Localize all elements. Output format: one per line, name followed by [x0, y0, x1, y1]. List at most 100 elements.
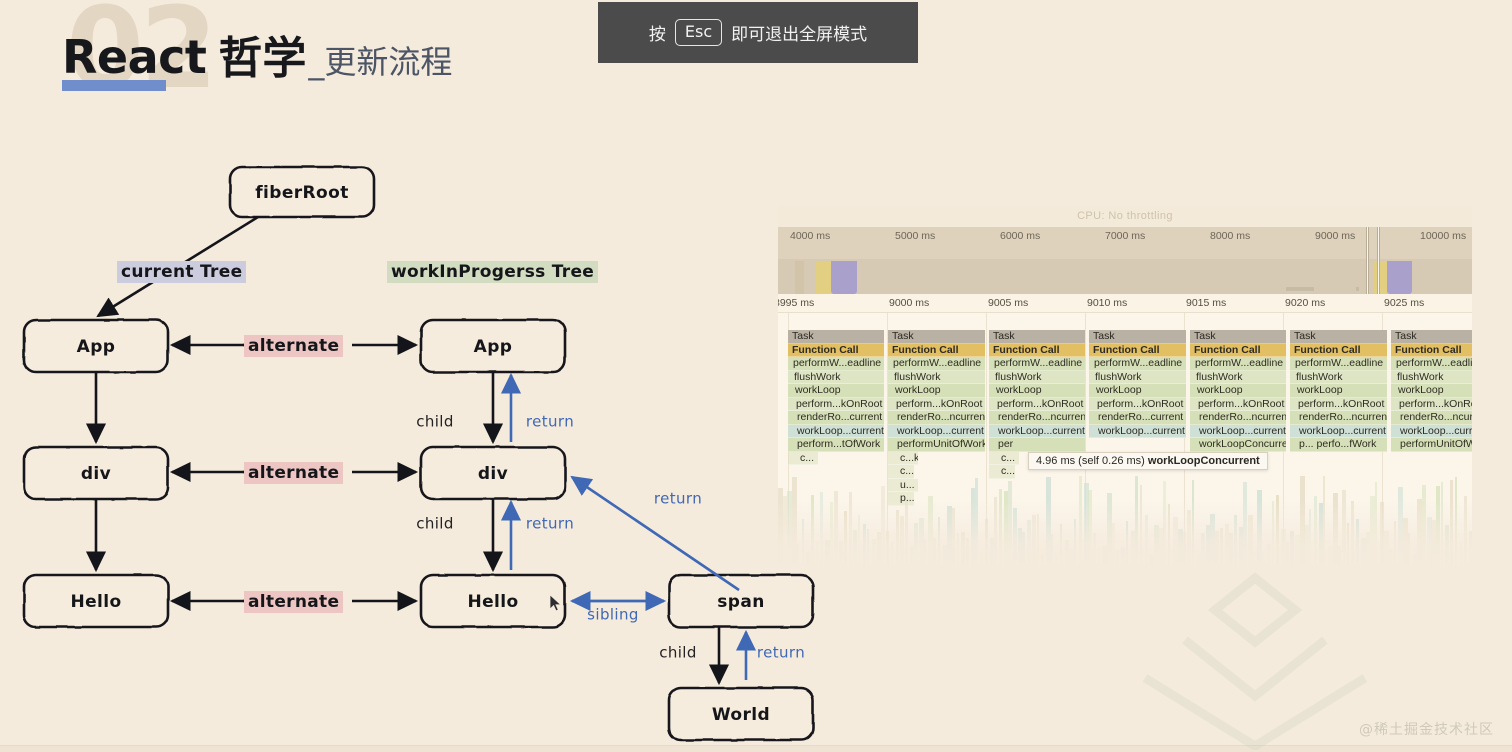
- flame-row-frame[interactable]: flushWork: [788, 370, 884, 384]
- flame-row-function-call[interactable]: Function Call: [989, 343, 1085, 357]
- flame-row-frame[interactable]: flushWork: [1190, 370, 1286, 384]
- flame-row-frame[interactable]: workLoop...current: [1290, 424, 1387, 438]
- edge-label-alternate-app: alternate: [244, 335, 344, 357]
- title-main-text: React: [62, 30, 207, 84]
- flame-row-task[interactable]: Task: [1089, 330, 1186, 344]
- flame-row-frame[interactable]: flushWork: [1089, 370, 1186, 384]
- flame-row-frame[interactable]: renderRo...ncurrent: [1290, 411, 1387, 425]
- flame-row-frame[interactable]: c...: [989, 465, 1015, 479]
- flame-row-frame[interactable]: performW...eadline: [888, 357, 985, 371]
- edge-label-child-app-div: child: [416, 413, 454, 431]
- flame-row-frame[interactable]: performUnitOfWork: [888, 438, 985, 452]
- flame-row-task[interactable]: Task: [1190, 330, 1286, 344]
- detail-tick: 9025 ms: [1384, 297, 1425, 309]
- flame-row-function-call[interactable]: Function Call: [888, 343, 985, 357]
- flame-row-function-call[interactable]: Function Call: [788, 343, 884, 357]
- flame-row-frame[interactable]: perform...kOnRoot: [1089, 397, 1186, 411]
- node-label-current-app: App: [77, 337, 116, 357]
- flame-row-frame[interactable]: u...: [888, 478, 918, 492]
- flame-row-frame[interactable]: workLoop: [1089, 384, 1186, 398]
- flame-row-task[interactable]: Task: [788, 330, 884, 344]
- flame-row-function-call[interactable]: Function Call: [1391, 343, 1472, 357]
- flame-row-frame[interactable]: renderRo...ncurrent: [888, 411, 985, 425]
- haze-bar: [994, 497, 998, 565]
- flame-row-frame[interactable]: workLoop...current: [1089, 424, 1186, 438]
- overview-window-handle-left[interactable]: [1366, 227, 1369, 294]
- flame-row-frame[interactable]: renderRo...ncurrent: [1190, 411, 1286, 425]
- flame-row-frame[interactable]: perform...kOnRoot: [989, 397, 1085, 411]
- flame-row-frame[interactable]: flushWork: [1290, 370, 1387, 384]
- flame-row-frame[interactable]: perform...kOnRoot: [1290, 397, 1387, 411]
- flame-row-frame[interactable]: performW...eadli: [1391, 357, 1472, 371]
- flame-row-frame[interactable]: per: [989, 438, 1085, 452]
- flame-row-function-call[interactable]: Function Call: [1190, 343, 1286, 357]
- flame-row-frame[interactable]: perform...tOfWork: [788, 438, 884, 452]
- flame-row-frame[interactable]: workLoop...current: [888, 424, 985, 438]
- flame-row-frame[interactable]: workLoop: [1190, 384, 1286, 398]
- flame-row-task[interactable]: Task: [1290, 330, 1387, 344]
- haze-bar: [1055, 555, 1058, 565]
- flame-row-frame[interactable]: workLoop: [888, 384, 985, 398]
- flame-row-frame[interactable]: flushWork: [989, 370, 1085, 384]
- flame-row-frame[interactable]: workLoopConcurrent: [1190, 438, 1286, 452]
- haze-bar: [1459, 543, 1463, 565]
- flame-row-frame[interactable]: performW...eadline: [1190, 357, 1286, 371]
- flame-row-frame[interactable]: p... perfo...fWork: [1290, 438, 1387, 452]
- haze-bar: [1356, 519, 1360, 565]
- flame-row-frame[interactable]: renderRo...ncurr: [1391, 411, 1472, 425]
- haze-bar: [928, 496, 933, 565]
- flame-row-frame[interactable]: workLoop...curre: [1391, 424, 1472, 438]
- flame-row-frame[interactable]: performW...eadline: [1089, 357, 1186, 371]
- flame-row-frame[interactable]: workLoop: [1391, 384, 1472, 398]
- flame-row-frame[interactable]: perform...kOnRoot: [1190, 397, 1286, 411]
- haze-bar: [829, 502, 833, 565]
- flame-row-function-call[interactable]: Function Call: [1290, 343, 1387, 357]
- flame-row-task[interactable]: Task: [1391, 330, 1472, 344]
- overview-tick: 10000 ms: [1420, 230, 1467, 242]
- overview-window-handle-right[interactable]: [1377, 227, 1380, 294]
- overview-tick: 6000 ms: [1000, 230, 1041, 242]
- flame-row-function-call[interactable]: Function Call: [1089, 343, 1186, 357]
- flame-row-frame[interactable]: renderRo...current: [788, 411, 884, 425]
- flame-row-frame[interactable]: renderRo...current: [1089, 411, 1186, 425]
- flame-row-task[interactable]: Task: [989, 330, 1085, 344]
- flame-row-task[interactable]: Task: [888, 330, 985, 344]
- flame-row-frame[interactable]: performW...eadline: [989, 357, 1085, 371]
- flame-row-frame[interactable]: flushWork: [888, 370, 985, 384]
- flame-row-frame[interactable]: c...k: [888, 465, 914, 479]
- title-cjk-text: 哲学: [218, 33, 307, 84]
- detail-tick: 9000 ms: [889, 297, 930, 309]
- flame-row-frame[interactable]: c...k: [888, 451, 918, 465]
- flame-row-frame[interactable]: flushWork: [1391, 370, 1472, 384]
- haze-bar: [966, 538, 970, 565]
- flame-row-frame[interactable]: workLoop...current: [989, 424, 1085, 438]
- toast-suffix-text: 即可退出全屏模式: [731, 25, 868, 45]
- flame-row-frame[interactable]: workLoop...current: [1190, 424, 1286, 438]
- flame-row-frame[interactable]: workLoop...current: [788, 424, 884, 438]
- detail-tick: 9020 ms: [1285, 297, 1326, 309]
- flame-row-frame[interactable]: perform...kOnRoot: [788, 397, 884, 411]
- flame-row-frame[interactable]: renderRo...ncurrent: [989, 411, 1085, 425]
- flame-row-frame[interactable]: c...: [989, 451, 1019, 465]
- flame-row-frame[interactable]: perform...kOnRo: [1391, 397, 1472, 411]
- flame-row-frame[interactable]: workLoop: [989, 384, 1085, 398]
- flame-row-frame[interactable]: workLoop: [1290, 384, 1387, 398]
- flame-row-frame[interactable]: performW...eadline: [1290, 357, 1387, 371]
- flame-row-frame[interactable]: perform...kOnRoot: [888, 397, 985, 411]
- haze-bar: [848, 492, 853, 565]
- flame-row-frame[interactable]: workLoop: [788, 384, 884, 398]
- flame-row-frame[interactable]: c...: [788, 451, 818, 465]
- haze-bar: [1337, 546, 1342, 565]
- flame-row-frame[interactable]: performUnitOfW: [1391, 438, 1472, 452]
- flame-row-frame[interactable]: performW...eadline: [788, 357, 884, 371]
